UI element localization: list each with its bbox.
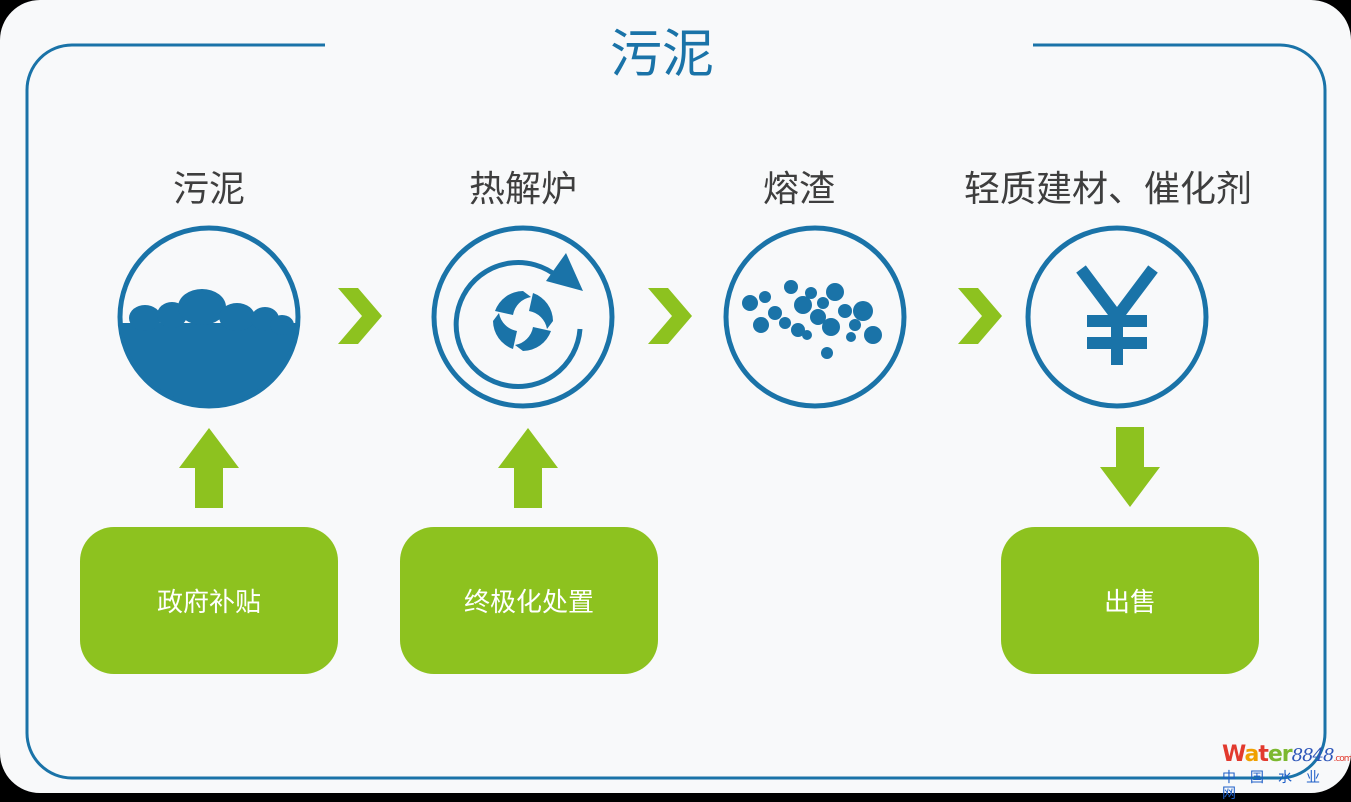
watermark-suffix: .com bbox=[1333, 754, 1351, 764]
watermark-cn: 中国水业网 bbox=[1222, 770, 1334, 802]
slag-particles-icon bbox=[723, 225, 907, 409]
arrow-down-icon bbox=[1100, 427, 1160, 507]
pyrolysis-furnace-icon bbox=[431, 225, 615, 409]
arrow-up-icon bbox=[179, 428, 239, 508]
chevron-right-icon bbox=[958, 288, 1002, 344]
yuan-icon bbox=[1025, 225, 1209, 409]
chevron-right-icon bbox=[338, 288, 382, 344]
final-disposal-box: 终极化处置 bbox=[400, 527, 658, 674]
watermark-brand: 8848 bbox=[1291, 745, 1335, 766]
page-title: 污泥 bbox=[609, 25, 714, 85]
step-label-furnace: 热解炉 bbox=[468, 169, 577, 210]
government-subsidy-box: 政府补贴 bbox=[80, 527, 338, 674]
sludge-icon bbox=[117, 225, 301, 409]
step-label-sludge: 污泥 bbox=[172, 169, 245, 210]
step-label-slag: 熔渣 bbox=[762, 169, 835, 210]
step-label-products: 轻质建材、催化剂 bbox=[963, 169, 1252, 210]
watermark-logo: Water8848.com 中国水业网 bbox=[1222, 742, 1351, 802]
chevron-right-icon bbox=[648, 288, 692, 344]
arrow-up-icon bbox=[498, 428, 558, 508]
sale-box: 出售 bbox=[1001, 527, 1259, 674]
